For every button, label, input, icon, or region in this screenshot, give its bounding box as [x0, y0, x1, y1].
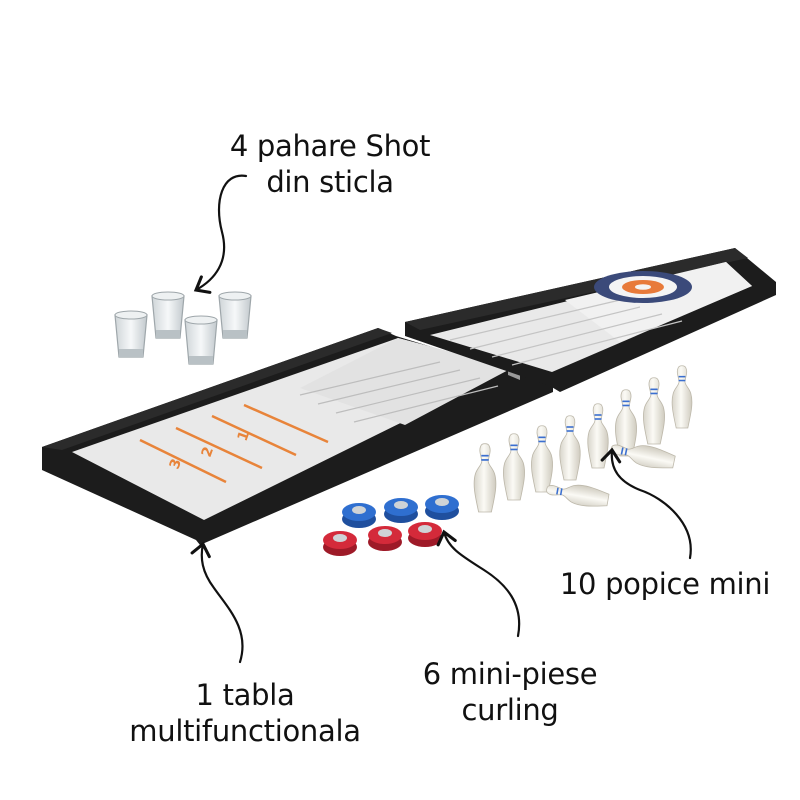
curling-puck-red	[408, 522, 442, 547]
label-shot-glasses: 4 pahare Shot din sticla	[205, 128, 455, 200]
arrow-board	[190, 541, 244, 664]
shot-glass	[114, 310, 148, 358]
arrow-curling	[436, 529, 521, 638]
label-line: 6 mini-piese	[422, 657, 598, 691]
curling-puck-red	[368, 526, 402, 551]
curling-puck-blue	[425, 495, 459, 520]
bowling-pin	[671, 365, 693, 429]
shot-glasses	[114, 291, 252, 365]
bowling-pin	[473, 443, 497, 513]
label-line: 4 pahare Shot	[229, 129, 431, 163]
label-pins: 10 popice mini	[550, 566, 780, 602]
board-frame-left-top	[42, 328, 392, 450]
label-board: 1 tabla multifunctionala	[95, 677, 395, 749]
lane-lines	[139, 403, 329, 484]
bowling-pins	[473, 365, 693, 513]
playfield-left-dark	[300, 338, 512, 425]
bowling-pin	[546, 484, 610, 507]
shot-glass	[184, 315, 218, 365]
bowling-pin	[615, 389, 637, 457]
label-curling: 6 mini-piese curling	[400, 656, 620, 728]
bowling-pin	[559, 415, 581, 481]
board-right-half	[405, 248, 776, 392]
board-frame-right-top	[405, 248, 748, 330]
bowling-pin	[503, 433, 525, 501]
label-line: 1 tabla	[195, 678, 295, 712]
game-board: 1 2 3	[42, 248, 776, 545]
label-line: din sticla	[266, 165, 394, 199]
bowling-pin	[587, 403, 609, 469]
curling-puck-blue	[342, 503, 376, 528]
arrow-shot-glasses	[193, 174, 248, 294]
bowling-pin	[643, 377, 665, 445]
annotation-arrows	[190, 174, 692, 664]
label-line: curling	[461, 693, 559, 727]
target-center	[635, 284, 651, 290]
label-line: multifunctionala	[129, 714, 361, 748]
lane-rails	[299, 361, 499, 423]
bowling-pin	[531, 425, 553, 493]
shot-glass	[151, 291, 185, 339]
shot-glass	[218, 291, 252, 339]
curling-puck-blue	[384, 498, 418, 523]
curling-puck-red	[323, 531, 357, 556]
curling-target	[594, 271, 692, 303]
lane-rails-right	[449, 299, 683, 366]
arrow-pins	[600, 447, 692, 560]
label-line: 10 popice mini	[559, 567, 771, 601]
board-left-half: 1 2 3	[42, 328, 553, 545]
curling-pucks	[323, 495, 459, 556]
